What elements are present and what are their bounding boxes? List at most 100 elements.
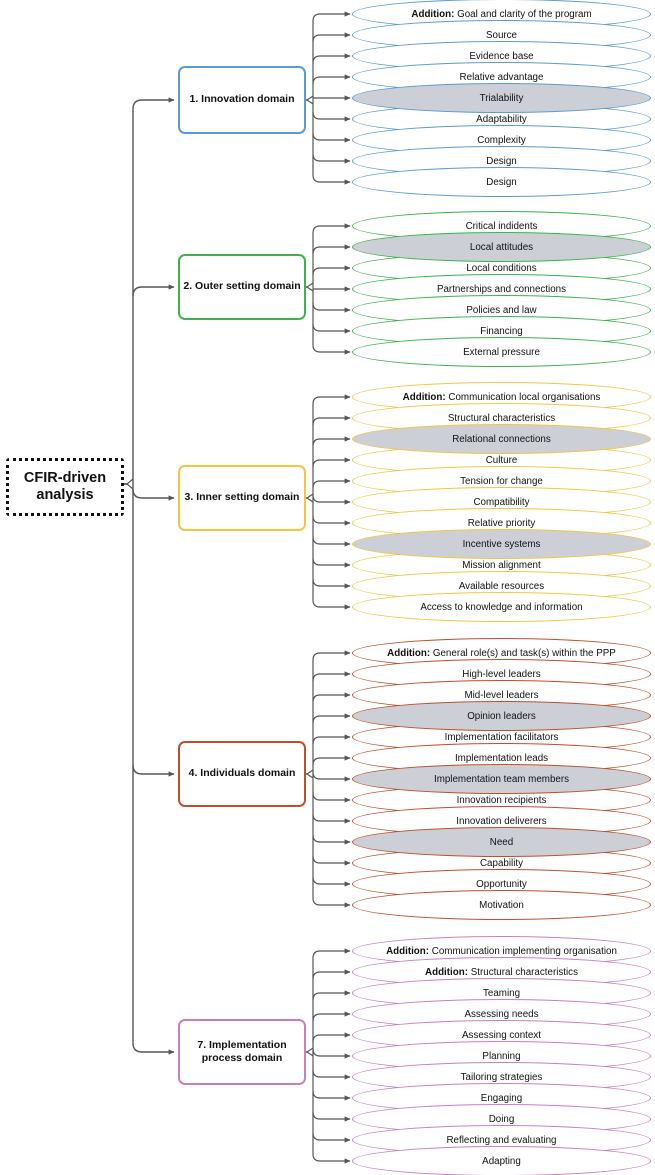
leaf-label: Available resources <box>458 580 545 592</box>
leaf-individuals-10[interactable]: Need <box>352 827 651 857</box>
leaf-label: Local conditions <box>466 262 537 274</box>
connector <box>312 32 351 43</box>
connector <box>312 1048 351 1059</box>
leaf-inner-setting-11[interactable]: Access to knowledge and information <box>352 592 651 622</box>
leaf-innovation-5[interactable]: Trialability <box>352 83 651 113</box>
leaf-label: Doing <box>488 1113 515 1125</box>
connector <box>312 111 351 122</box>
connector <box>312 302 351 313</box>
leaf-label: Adapting <box>482 1155 521 1167</box>
domain-box-inner-setting[interactable]: 3. Inner setting domain <box>178 465 306 531</box>
domain-box-implementation-process[interactable]: 7. Implementation process domain <box>178 1019 306 1085</box>
leaf-outer-setting-7[interactable]: External pressure <box>352 337 651 367</box>
connector <box>312 436 351 447</box>
root-node-label: CFIR-driven analysis <box>23 469 107 503</box>
connector <box>312 897 351 908</box>
leaf-label: Addition: Communication local organisati… <box>402 391 601 403</box>
connector <box>312 1153 351 1164</box>
connector <box>312 671 351 682</box>
leaf-label: Source <box>485 29 518 41</box>
leaf-label: Implementation leads <box>454 752 549 764</box>
connector-trunk <box>306 1047 314 1057</box>
connector <box>312 771 351 782</box>
connector <box>312 1111 351 1122</box>
connector <box>312 494 351 505</box>
connector <box>312 153 351 164</box>
connector <box>132 488 175 501</box>
leaf-label: Relative advantage <box>459 71 544 83</box>
leaf-label: Opportunity <box>476 878 527 890</box>
leaf-label: Addition: General role(s) and task(s) wi… <box>387 647 616 659</box>
connector <box>312 834 351 845</box>
connector-trunk <box>306 95 314 105</box>
connector <box>312 813 351 824</box>
connector <box>312 557 351 568</box>
connector <box>312 734 351 745</box>
leaf-label: Engaging <box>480 1092 523 1104</box>
connector <box>312 415 351 426</box>
root-node-cfir-driven-analysis[interactable]: CFIR-driven analysis <box>6 458 124 516</box>
connector <box>312 536 351 547</box>
leaf-label: Policies and law <box>466 304 537 316</box>
leaf-label: Design <box>486 176 517 188</box>
connector <box>312 344 351 355</box>
leaf-implementation-process-11[interactable]: Adapting <box>352 1146 651 1175</box>
leaf-label: Motivation <box>479 899 524 911</box>
leaf-label: Opinion leaders <box>467 710 536 722</box>
connector <box>312 1032 351 1043</box>
leaf-label: Mid-level leaders <box>464 689 539 701</box>
connector <box>312 265 351 276</box>
connector <box>312 969 351 980</box>
domain-box-outer-setting[interactable]: 2. Outer setting domain <box>178 254 306 320</box>
connector <box>312 948 351 959</box>
connector <box>132 97 175 110</box>
leaf-inner-setting-8[interactable]: Incentive systems <box>352 529 651 559</box>
connector <box>312 244 351 255</box>
connector <box>312 990 351 1001</box>
leaf-label: Complexity <box>477 134 526 146</box>
leaf-label: Adaptability <box>476 113 527 125</box>
leaf-label: Culture <box>485 454 518 466</box>
leaf-label: Assessing needs <box>464 1008 539 1020</box>
leaf-label: Innovation recipients <box>456 794 547 806</box>
connector-trunk <box>306 769 314 779</box>
domain-box-innovation[interactable]: 1. Innovation domain <box>178 66 306 134</box>
leaf-label: Tension for change <box>460 475 543 487</box>
connector <box>312 650 351 661</box>
leaf-label: Design <box>486 155 517 167</box>
connector-trunk <box>306 282 314 292</box>
leaf-individuals-4[interactable]: Opinion leaders <box>352 701 651 731</box>
leaf-label: Implementation team members <box>433 773 570 785</box>
leaf-label: Planning <box>482 1050 521 1062</box>
leaf-label: Access to knowledge and information <box>420 601 583 613</box>
leaf-label: Implementation facilitators <box>444 731 559 743</box>
connector <box>312 876 351 887</box>
connector <box>312 855 351 866</box>
connector <box>312 692 351 703</box>
leaf-individuals-7[interactable]: Implementation team members <box>352 764 651 794</box>
leaf-label: Reflecting and evaluating <box>446 1134 557 1146</box>
leaf-label: Mission alignment <box>462 559 541 571</box>
connector <box>312 515 351 526</box>
leaf-label: Relational connections <box>452 433 551 445</box>
domain-box-label: 7. Implementation process domain <box>197 1038 287 1064</box>
leaf-label: Tailoring strategies <box>460 1071 543 1083</box>
connector <box>312 755 351 766</box>
leaf-label: Financing <box>480 325 523 337</box>
leaf-individuals-13[interactable]: Motivation <box>352 890 651 920</box>
connector <box>312 1069 351 1080</box>
connector <box>312 223 351 234</box>
leaf-label: Trialability <box>479 92 524 104</box>
connector <box>312 478 351 489</box>
domain-box-individuals[interactable]: 4. Individuals domain <box>178 741 306 807</box>
leaf-innovation-9[interactable]: Design <box>352 167 651 197</box>
leaf-label: High-level leaders <box>462 668 541 680</box>
connector <box>312 1090 351 1101</box>
leaf-outer-setting-2[interactable]: Local attitudes <box>352 232 651 262</box>
leaf-label: Structural characteristics <box>447 412 556 424</box>
connector <box>132 284 175 297</box>
domain-box-label: 3. Inner setting domain <box>184 491 300 504</box>
leaf-inner-setting-3[interactable]: Relational connections <box>352 424 651 454</box>
leaf-label: External pressure <box>463 346 540 358</box>
leaf-label: Assessing context <box>462 1029 541 1041</box>
